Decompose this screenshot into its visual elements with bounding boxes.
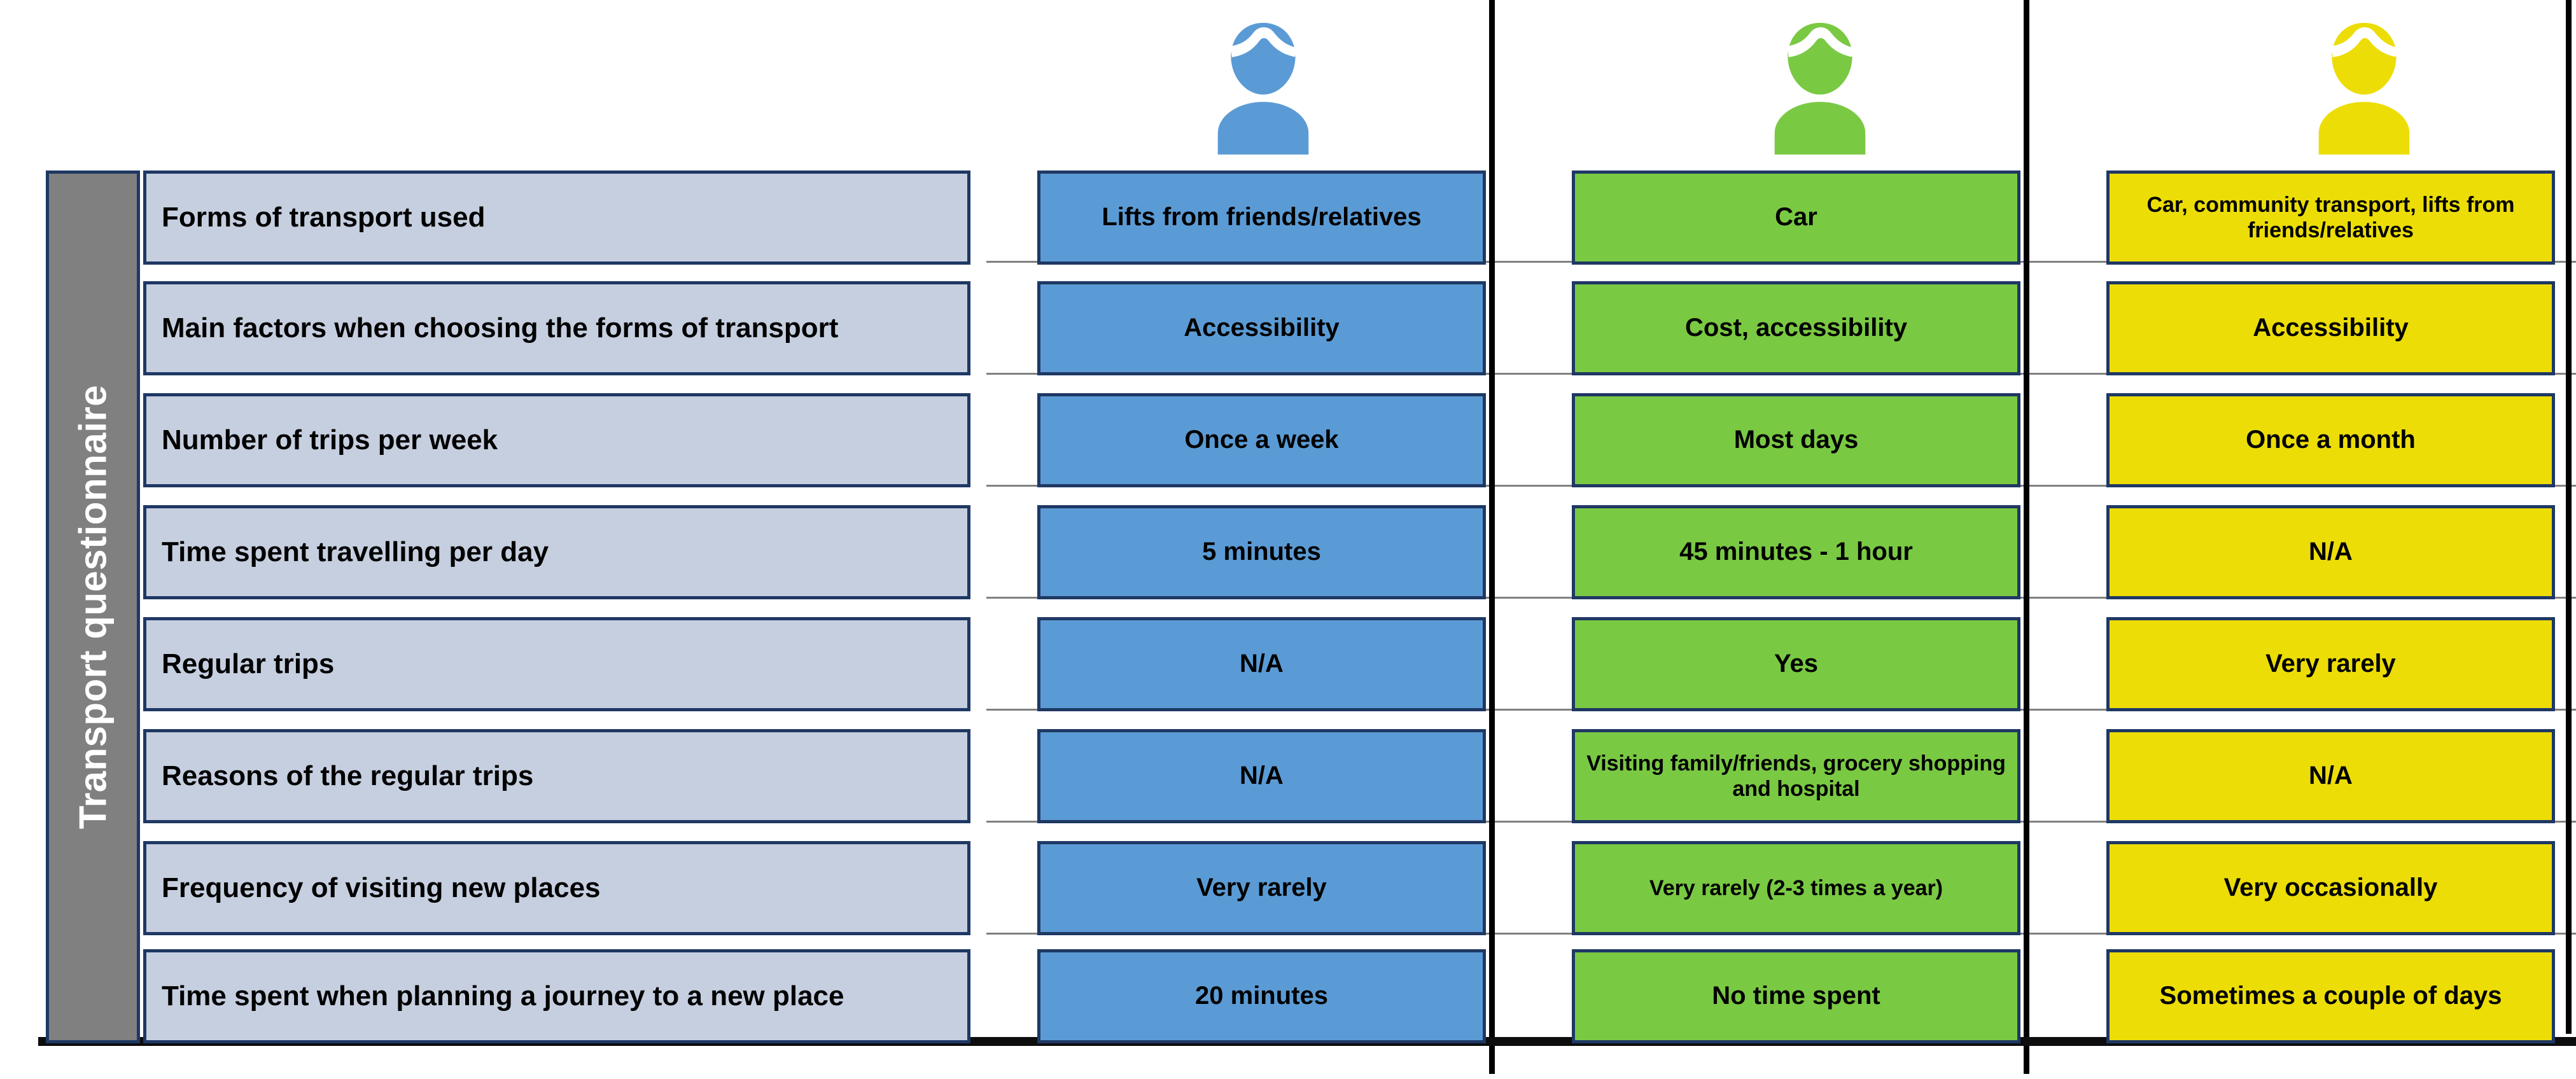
cell-text: Visiting family/friends, grocery shoppin… [1586, 751, 2006, 801]
row-label: Frequency of visiting new places [143, 841, 970, 935]
participant-3-yellow-avatar [2291, 6, 2437, 162]
table-cell-green: No time spent [1572, 949, 2020, 1043]
cell-text: Accessibility [2253, 314, 2409, 342]
row-label: Forms of transport used [143, 171, 970, 265]
row-label: Time spent when planning a journey to a … [143, 949, 970, 1043]
table-cell-green: Visiting family/friends, grocery shoppin… [1572, 729, 2020, 823]
cell-text: 20 minutes [1195, 982, 1328, 1010]
cell-text: 45 minutes - 1 hour [1679, 538, 1913, 566]
table-cell-blue: Lifts from friends/relatives [1037, 171, 1486, 265]
cell-text: N/A [2309, 762, 2353, 790]
table-cell-green: Car [1572, 171, 2020, 265]
table-cell-green: 45 minutes - 1 hour [1572, 505, 2020, 599]
cell-text: Accessibility [1184, 314, 1340, 342]
row-label: Regular trips [143, 617, 970, 711]
table-cell-yellow: Car, community transport, lifts from fri… [2106, 171, 2555, 265]
row-label: Time spent travelling per day [143, 505, 970, 599]
cell-text: No time spent [1712, 982, 1880, 1010]
cell-text: N/A [2309, 538, 2353, 566]
section-title-bar: Transport questionnaire [46, 171, 140, 1043]
table-cell-blue: N/A [1037, 729, 1486, 823]
cell-text: Yes [1774, 650, 1818, 678]
table-cell-blue: Very rarely [1037, 841, 1486, 935]
cell-text: Once a week [1184, 426, 1339, 454]
person-icon [1774, 22, 1866, 155]
column-divider-3 [2566, 0, 2572, 1034]
cell-text: Most days [1733, 426, 1859, 454]
table-cell-yellow: Very rarely [2106, 617, 2555, 711]
participant-1-blue-avatar [1190, 6, 1336, 162]
row-label: Number of trips per week [143, 393, 970, 487]
cell-text: 5 minutes [1202, 538, 1321, 566]
page-title: Transport questionnaire [71, 384, 115, 830]
person-icon [1217, 22, 1309, 155]
column-divider-2 [2024, 0, 2029, 1074]
cell-text: Lifts from friends/relatives [1102, 203, 1422, 232]
table-cell-blue: Once a week [1037, 393, 1486, 487]
table-cell-yellow: Very occasionally [2106, 841, 2555, 935]
cell-text: Very rarely [1196, 874, 1327, 902]
cell-text: Once a month [2246, 426, 2416, 454]
table-cell-green: Yes [1572, 617, 2020, 711]
table-cell-yellow: Accessibility [2106, 281, 2555, 375]
table-cell-yellow: Sometimes a couple of days [2106, 949, 2555, 1043]
table-cell-blue: N/A [1037, 617, 1486, 711]
cell-text: Cost, accessibility [1684, 314, 1908, 342]
table-cell-blue: 20 minutes [1037, 949, 1486, 1043]
table-cell-yellow: Once a month [2106, 393, 2555, 487]
cell-text: Very occasionally [2223, 874, 2438, 902]
table-cell-green: Most days [1572, 393, 2020, 487]
row-label: Reasons of the regular trips [143, 729, 970, 823]
row-label: Main factors when choosing the forms of … [143, 281, 970, 375]
cell-text: N/A [1240, 650, 1284, 678]
cell-text: Sometimes a couple of days [2159, 982, 2502, 1010]
cell-text: Car, community transport, lifts from fri… [2146, 192, 2515, 242]
cell-text: N/A [1240, 762, 1284, 790]
table-cell-green: Cost, accessibility [1572, 281, 2020, 375]
table-cell-blue: 5 minutes [1037, 505, 1486, 599]
table-cell-yellow: N/A [2106, 729, 2555, 823]
participant-2-green-avatar [1747, 6, 1893, 162]
column-divider-1 [1489, 0, 1495, 1074]
table-cell-green: Very rarely (2-3 times a year) [1572, 841, 2020, 935]
person-icon [2318, 22, 2410, 155]
table-cell-yellow: N/A [2106, 505, 2555, 599]
cell-text: Car [1775, 203, 1817, 232]
cell-text: Very rarely (2-3 times a year) [1649, 875, 1943, 900]
cell-text: Very rarely [2265, 650, 2396, 678]
table-cell-blue: Accessibility [1037, 281, 1486, 375]
